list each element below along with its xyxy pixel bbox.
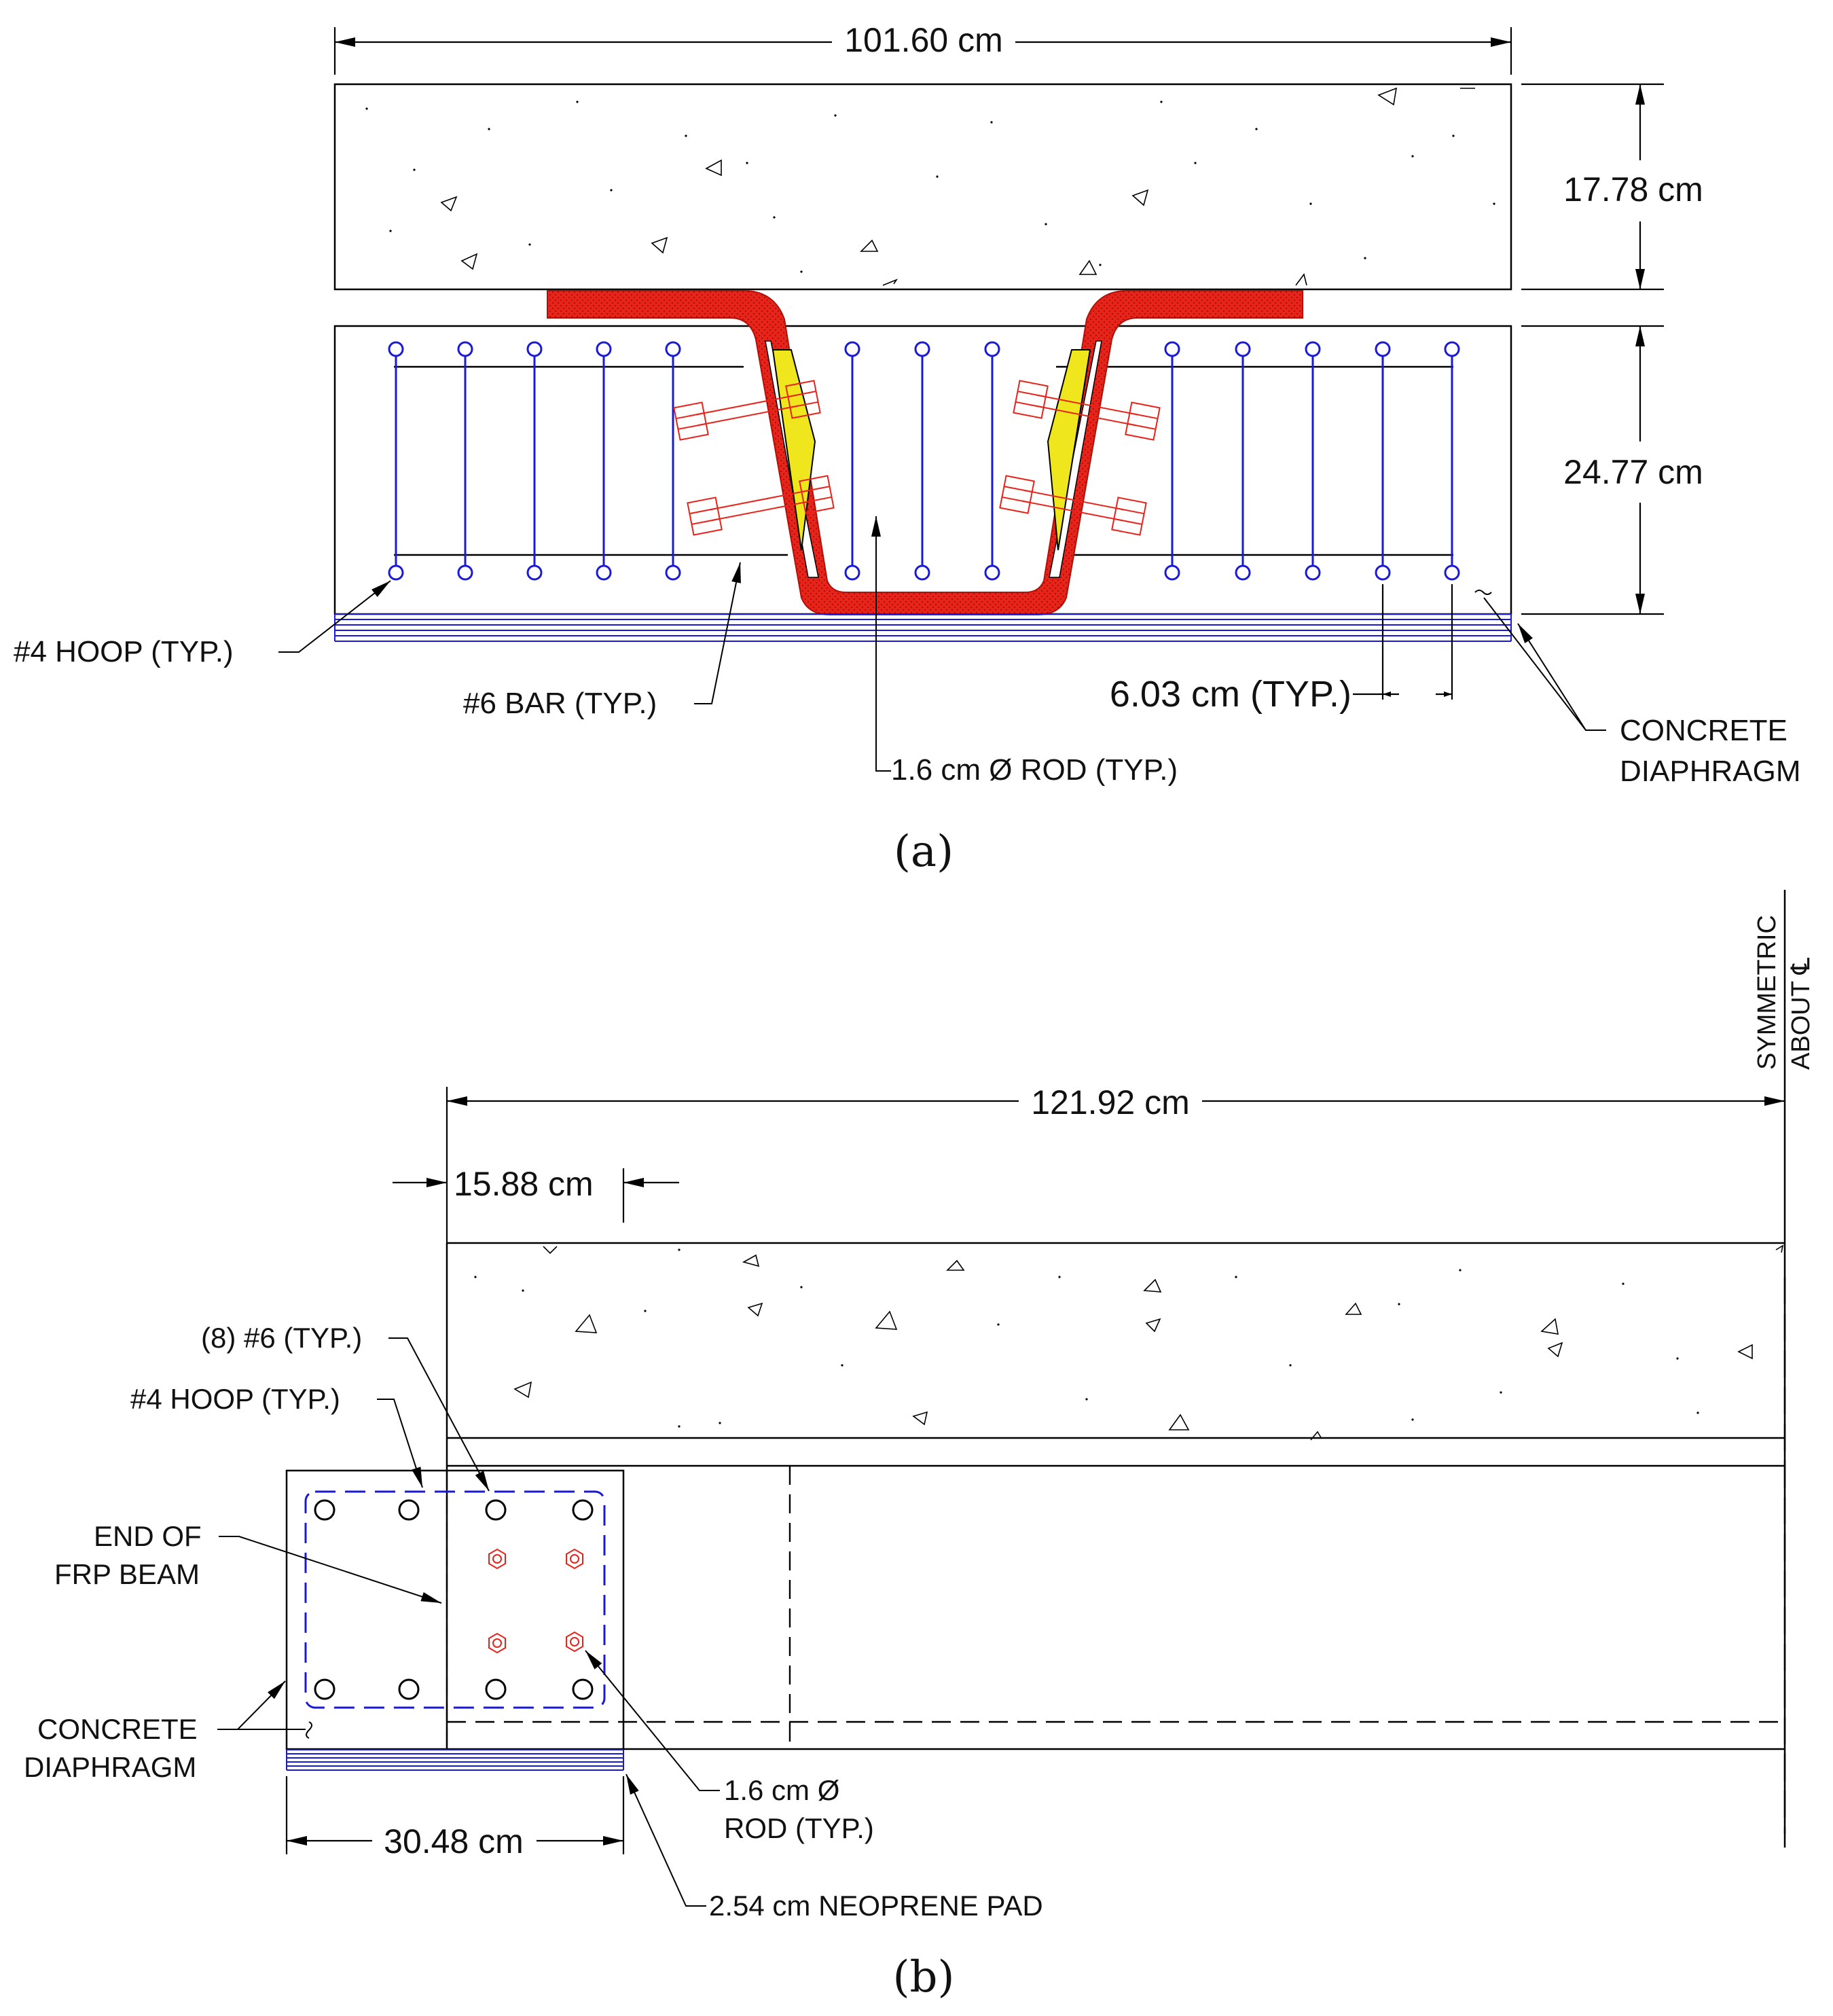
- neoprene-pad-b: [286, 1749, 624, 1771]
- dim-spacing-603: 6.03 cm (TYP.): [1110, 584, 1453, 715]
- dim-diaphragm-width-label: 30.48 cm: [384, 1822, 524, 1860]
- diaphragm-b-text-1: CONCRETE: [37, 1713, 198, 1745]
- rebar-lines: [394, 365, 1453, 556]
- diaphragm-b-text-2: DIAPHRAGM: [24, 1751, 196, 1783]
- rod-a-text: 1.6 cm Ø ROD (TYP.): [891, 753, 1178, 787]
- dim-width-101: 101.60 cm: [333, 21, 1512, 75]
- caption-a: (a): [894, 827, 954, 877]
- sand-dots-b: [474, 1248, 1699, 1428]
- dim-width-label: 101.60 cm: [844, 21, 1002, 59]
- label-end-frp: END OF FRP BEAM: [54, 1520, 442, 1604]
- pad-text: 2.54 cm NEOPRENE PAD: [709, 1890, 1043, 1922]
- stiffener-left: [772, 349, 816, 551]
- label-diaphragm-a: CONCRETE DIAPHRAGM: [1474, 590, 1800, 788]
- rod-heads-b: [488, 1548, 583, 1654]
- aggregate-marks: [440, 87, 1475, 286]
- label-hoop-b: #4 HOOP (TYP.): [130, 1383, 423, 1488]
- end-frp-text-2: FRP BEAM: [54, 1558, 200, 1590]
- end-frp-text-1: END OF: [94, 1520, 202, 1552]
- caption-b: (b): [893, 1952, 955, 2002]
- dim-spacing-label: 6.03 cm (TYP.): [1110, 674, 1351, 715]
- bars-b: [314, 1499, 594, 1700]
- concrete-deck: [333, 83, 1512, 291]
- label-bar-a: #6 BAR (TYP.): [463, 562, 741, 720]
- dim-slab-1778: 17.78 cm: [1521, 83, 1703, 291]
- bar-a-text: #6 BAR (TYP.): [463, 687, 657, 720]
- label-rod-a: 1.6 cm Ø ROD (TYP.): [871, 516, 1178, 787]
- hoop-b-text: #4 HOOP (TYP.): [130, 1383, 340, 1415]
- panel-b: SYMMETRIC ABOUT ℄ 121.92 cm 15.88 cm: [24, 890, 1815, 2002]
- dim-diaphragm-label: 24.77 cm: [1563, 453, 1703, 491]
- neoprene-pad-a: [334, 613, 1512, 642]
- about-text: ABOUT ℄: [1787, 957, 1815, 1070]
- rod-b-text-2: ROD (TYP.): [724, 1812, 874, 1844]
- dim-diaphragm-3048: 30.48 cm: [285, 1776, 625, 1860]
- panel-a: 101.60 cm: [14, 21, 1800, 877]
- rods: [673, 380, 1161, 536]
- label-pad: 2.54 cm NEOPRENE PAD: [625, 1774, 1043, 1922]
- diaphragm-block: [285, 1469, 625, 1771]
- frp-beam-section: [547, 290, 1303, 615]
- dim-span-12192: 121.92 cm: [446, 1083, 1785, 1243]
- sand-dots: [365, 101, 1495, 273]
- aggregate-marks-b: [513, 1244, 1784, 1441]
- stiffener-right: [1047, 349, 1091, 551]
- diaphragm-a-text-2: DIAPHRAGM: [1620, 755, 1800, 788]
- dim-diaphragm-2477: 24.77 cm: [1521, 325, 1703, 615]
- diaphragm-a-text-1: CONCRETE: [1620, 714, 1787, 747]
- rod-b-text-1: 1.6 cm Ø: [724, 1774, 839, 1806]
- label-bars-b: (8) #6 (TYP.): [201, 1322, 490, 1492]
- symmetric-text: SYMMETRIC: [1753, 915, 1781, 1070]
- deck-elevation: [446, 1242, 1785, 1749]
- label-rod-b: 1.6 cm Ø ROD (TYP.): [585, 1650, 874, 1844]
- dim-offset-label: 15.88 cm: [454, 1165, 594, 1203]
- label-diaphragm-b: CONCRETE DIAPHRAGM: [24, 1680, 312, 1783]
- dim-slab-label: 17.78 cm: [1563, 170, 1703, 209]
- dim-span-label: 121.92 cm: [1031, 1083, 1189, 1121]
- dim-offset-1588: 15.88 cm: [393, 1165, 679, 1223]
- bars-b-text: (8) #6 (TYP.): [201, 1322, 362, 1354]
- hoop-a-text: #4 HOOP (TYP.): [14, 635, 234, 668]
- label-hoop-a: #4 HOOP (TYP.): [14, 580, 391, 668]
- hoops-and-bars: [388, 341, 1460, 581]
- frp-beam-elevation: [447, 1277, 1786, 1834]
